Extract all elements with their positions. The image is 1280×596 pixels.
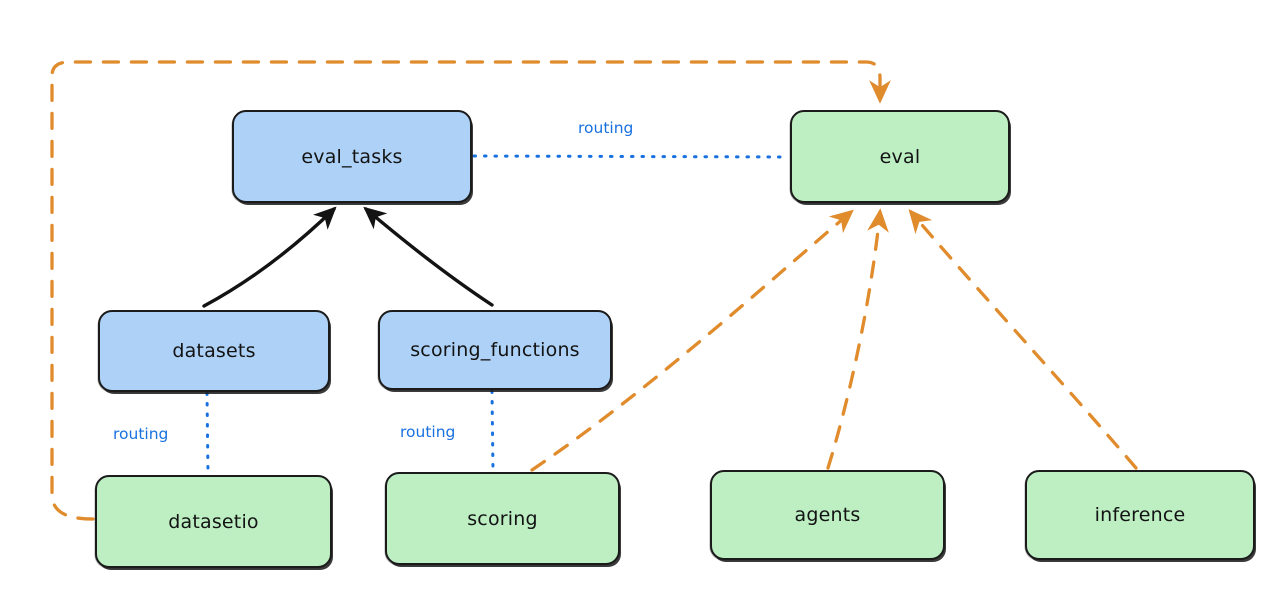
edge-datasets-to-datasetio: [205, 391, 210, 476]
node-label-agents: agents: [794, 504, 861, 526]
node-label-eval: eval: [879, 145, 921, 168]
edge-inference-to-eval: [908, 209, 1138, 470]
node-label-eval-tasks: eval_tasks: [301, 145, 403, 168]
node-eval-tasks[interactable]: eval_tasks: [232, 110, 472, 203]
node-inference[interactable]: inference: [1025, 470, 1255, 560]
node-datasetio[interactable]: datasetio: [95, 475, 332, 568]
edge-eval_tasks-to-eval: [472, 154, 790, 159]
node-label-scoring: scoring: [467, 507, 538, 530]
node-eval[interactable]: eval: [790, 110, 1010, 203]
node-agents[interactable]: agents: [710, 470, 945, 560]
node-scoring[interactable]: scoring: [385, 472, 620, 565]
edge-agents-to-eval: [826, 208, 889, 470]
node-label-datasets: datasets: [172, 340, 256, 362]
edge-scoring_functions-to-scoring: [490, 389, 495, 473]
edge-datasetio-to-eval: [50, 60, 891, 521]
edge-datasets-to-eval_tasks: [202, 206, 337, 308]
node-datasets[interactable]: datasets: [98, 310, 330, 392]
edge-label-routing-eval: routing: [578, 119, 634, 137]
edge-scoring_functions-to-eval_tasks: [363, 206, 494, 307]
node-label-datasetio: datasetio: [168, 510, 259, 533]
edge-label-routing-scoring: routing: [400, 423, 456, 441]
node-label-inference: inference: [1094, 504, 1186, 526]
node-label-scoring-functions: scoring_functions: [410, 339, 580, 361]
edge-scoring-to-eval: [530, 209, 854, 472]
node-scoring-functions[interactable]: scoring_functions: [378, 310, 612, 390]
edge-label-routing-datasets: routing: [113, 425, 169, 443]
